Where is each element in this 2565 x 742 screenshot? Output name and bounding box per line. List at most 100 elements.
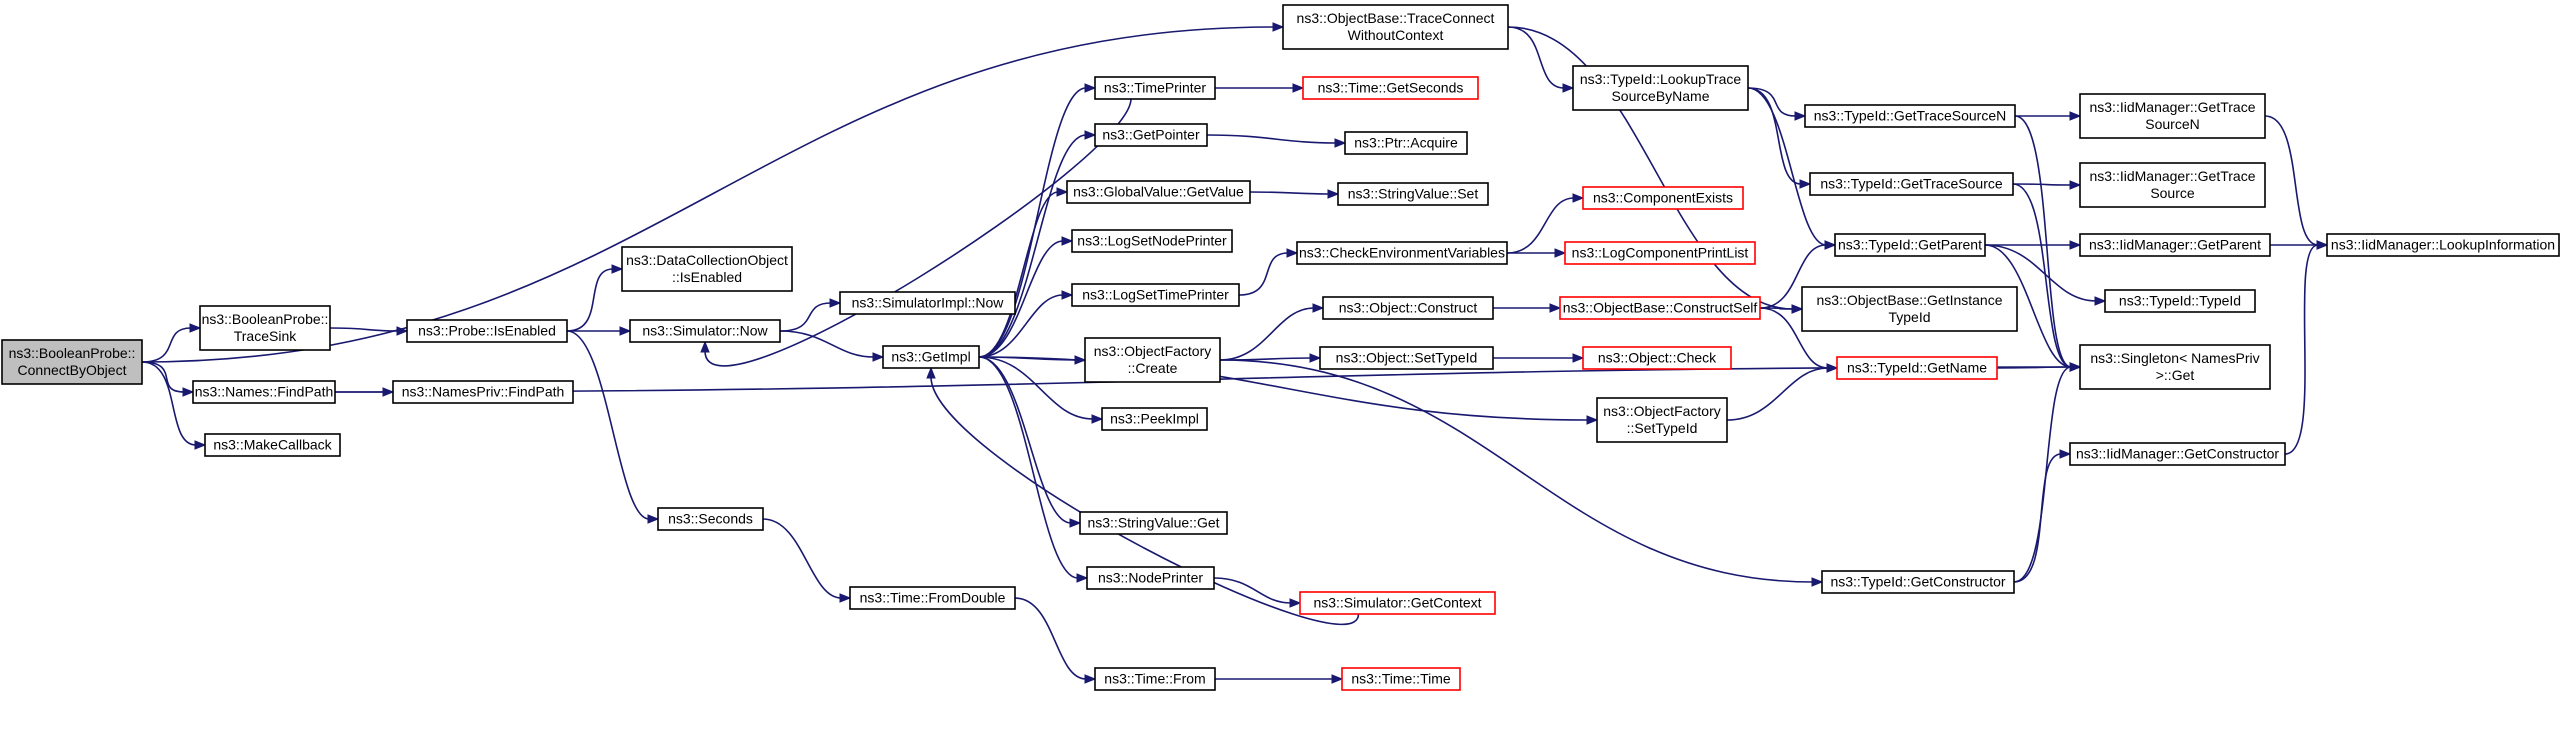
call-edge-typeid_getconstructor-to-singleton_get — [2013, 362, 2082, 583]
node-typeid-getname[interactable]: ns3::TypeId::GetName — [1836, 356, 1998, 380]
node-label-line: ns3::IidManager::GetParent — [2089, 237, 2261, 253]
node-sim-now[interactable]: ns3::Simulator::Now — [629, 319, 781, 343]
node-of-settypeid[interactable]: ns3::ObjectFactory::SetTypeId — [1596, 397, 1728, 443]
node-componentexists[interactable]: ns3::ComponentExists — [1582, 186, 1744, 210]
node-label-line: ns3::ComponentExists — [1593, 190, 1733, 206]
node-label-line: ns3::TimePrinter — [1104, 80, 1207, 96]
call-edge-probe_isenabled-to-dco_isenabled — [566, 264, 624, 332]
node-box — [1066, 180, 1251, 204]
node-typeid-gettracesourcen[interactable]: ns3::TypeId::GetTraceSourceN — [1804, 104, 2016, 128]
call-edge-of_create-to-typeid_getconstructor — [1219, 359, 1824, 587]
call-edge-typeid_getparent-to-iid_getparent — [1985, 240, 2082, 250]
node-ob-constructself[interactable]: ns3::ObjectBase::ConstructSelf — [1559, 296, 1761, 320]
node-typeid-typeid[interactable]: ns3::TypeId::TypeId — [2104, 289, 2256, 313]
node-peekimpl[interactable]: ns3::PeekImpl — [1101, 407, 1208, 431]
node-dco-isenabled[interactable]: ns3::DataCollectionObject::IsEnabled — [621, 246, 793, 292]
node-timeprinter[interactable]: ns3::TimePrinter — [1094, 76, 1216, 100]
node-box — [1084, 337, 1221, 383]
node-stringvalue-get[interactable]: ns3::StringValue::Get — [1079, 511, 1228, 535]
call-edge-getimpl-to-logsetnodeprinter — [978, 236, 1074, 358]
node-label-line: ns3::NamesPriv::FindPath — [402, 384, 565, 400]
node-iid-getconstructor[interactable]: ns3::IidManager::GetConstructor — [2069, 442, 2286, 466]
node-label-line: ns3::TypeId::TypeId — [2119, 293, 2241, 309]
node-stringvalue-set[interactable]: ns3::StringValue::Set — [1337, 182, 1489, 206]
node-label-line: SourceN — [2145, 116, 2199, 132]
call-edge-sim_now-to-simimpl_now — [779, 298, 842, 332]
node-root[interactable]: ns3::BooleanProbe::ConnectByObject — [1, 339, 143, 385]
node-label-line: ns3::PeekImpl — [1110, 411, 1199, 427]
node-ob-traceconnect[interactable]: ns3::ObjectBase::TraceConnectWithoutCont… — [1282, 4, 1509, 50]
node-logsetnodeprinter[interactable]: ns3::LogSetNodePrinter — [1071, 229, 1233, 253]
node-label-line: ns3::GlobalValue::GetValue — [1073, 184, 1244, 200]
node-seconds[interactable]: ns3::Seconds — [657, 507, 764, 531]
call-edge-seconds-to-time_fromdouble — [762, 518, 852, 603]
node-makecallback[interactable]: ns3::MakeCallback — [204, 433, 341, 457]
node-iid-getparent[interactable]: ns3::IidManager::GetParent — [2079, 233, 2271, 257]
node-namespriv-findpath[interactable]: ns3::NamesPriv::FindPath — [392, 380, 574, 404]
node-label-line: ns3::Simulator::GetContext — [1313, 595, 1481, 611]
node-label-line: ns3::Singleton< NamesPriv — [2090, 350, 2259, 366]
node-names-findpath[interactable]: ns3::Names::FindPath — [192, 380, 336, 404]
call-edge-of_create-to-object_construct — [1219, 303, 1325, 361]
node-getpointer[interactable]: ns3::GetPointer — [1094, 123, 1208, 147]
node-label-line: ns3::TypeId::GetTraceSource — [1820, 176, 2003, 192]
node-object-settypeid[interactable]: ns3::Object::SetTypeId — [1319, 346, 1494, 370]
node-nodeprinter[interactable]: ns3::NodePrinter — [1086, 566, 1215, 590]
node-time-fromdouble[interactable]: ns3::Time::FromDouble — [849, 586, 1016, 610]
call-edge-typeid_gettracesource-to-iid_gettracesource — [2012, 180, 2082, 190]
node-label-line: ns3::TypeId::GetName — [1847, 360, 1987, 376]
node-checkenvvars[interactable]: ns3::CheckEnvironmentVariables — [1296, 241, 1508, 265]
node-box — [1836, 356, 1998, 380]
call-edge-sim_now-to-getimpl — [779, 330, 885, 362]
node-iid-lookupinformation[interactable]: ns3::IidManager::LookupInformation — [2326, 233, 2560, 257]
call-edge-probe_isenabled-to-seconds — [566, 330, 660, 524]
call-edge-root-to-makecallback — [141, 361, 207, 450]
node-time-from[interactable]: ns3::Time::From — [1094, 667, 1216, 691]
node-box — [1809, 172, 2014, 196]
call-edge-typeid_getparent-to-typeid_typeid — [1984, 244, 2107, 306]
node-box — [1596, 397, 1728, 443]
node-ptr-acquire[interactable]: ns3::Ptr::Acquire — [1344, 131, 1468, 155]
node-sim-getcontext[interactable]: ns3::Simulator::GetContext — [1299, 591, 1496, 615]
node-box — [1834, 233, 1986, 257]
call-edge-ob_constructself-to-typeid_getname — [1759, 307, 1839, 373]
node-typeid-gettracesource[interactable]: ns3::TypeId::GetTraceSource — [1809, 172, 2014, 196]
node-label-line: >::Get — [2156, 367, 2195, 383]
node-typeid-getconstructor[interactable]: ns3::TypeId::GetConstructor — [1821, 570, 2015, 594]
node-object-construct[interactable]: ns3::Object::Construct — [1322, 296, 1494, 320]
node-label-line: ns3::IidManager::GetTrace — [2089, 168, 2255, 184]
node-time-time[interactable]: ns3::Time::Time — [1341, 667, 1461, 691]
node-logcomponentprintlist[interactable]: ns3::LogComponentPrintList — [1564, 241, 1756, 265]
node-box — [1282, 4, 1509, 50]
node-bp-tracesink[interactable]: ns3::BooleanProbe::TraceSink — [199, 305, 331, 351]
node-typeid-getparent[interactable]: ns3::TypeId::GetParent — [1834, 233, 1986, 257]
node-time-getseconds[interactable]: ns3::Time::GetSeconds — [1302, 76, 1479, 100]
call-edge-of_settypeid-to-typeid_getname — [1726, 363, 1839, 421]
node-label-line: ns3::TypeId::LookupTrace — [1580, 71, 1742, 87]
call-edge-object_settypeid-to-object_check — [1493, 353, 1585, 363]
node-label-line: ns3::ObjectBase::TraceConnect — [1297, 10, 1495, 26]
node-box — [406, 319, 568, 343]
node-probe-isenabled[interactable]: ns3::Probe::IsEnabled — [406, 319, 568, 343]
node-getimpl[interactable]: ns3::GetImpl — [882, 345, 980, 369]
node-label-line: ns3::MakeCallback — [213, 437, 332, 453]
node-label-line: ns3::Ptr::Acquire — [1354, 135, 1458, 151]
node-iid-gettracesource[interactable]: ns3::IidManager::GetTraceSource — [2079, 162, 2266, 208]
node-box — [1582, 346, 1732, 370]
node-box — [1341, 667, 1461, 691]
node-of-create[interactable]: ns3::ObjectFactory::Create — [1084, 337, 1221, 383]
node-label-line: ConnectByObject — [18, 362, 127, 378]
call-edge-root-to-bp_tracesink — [141, 323, 202, 363]
node-iid-gettracesourcen[interactable]: ns3::IidManager::GetTraceSourceN — [2079, 93, 2266, 139]
node-logsettimeprinter[interactable]: ns3::LogSetTimePrinter — [1071, 283, 1240, 307]
call-edge-ob_constructself-to-ob_getinstancetypeid — [1759, 304, 1804, 314]
node-box — [839, 291, 1016, 315]
node-simimpl-now[interactable]: ns3::SimulatorImpl::Now — [839, 291, 1016, 315]
node-singleton-get[interactable]: ns3::Singleton< NamesPriv>::Get — [2079, 344, 2271, 390]
node-gv-getvalue[interactable]: ns3::GlobalValue::GetValue — [1066, 180, 1251, 204]
call-edge-ob_constructself-to-typeid_getparent — [1759, 240, 1837, 309]
node-object-check[interactable]: ns3::Object::Check — [1582, 346, 1732, 370]
node-box — [1086, 566, 1215, 590]
